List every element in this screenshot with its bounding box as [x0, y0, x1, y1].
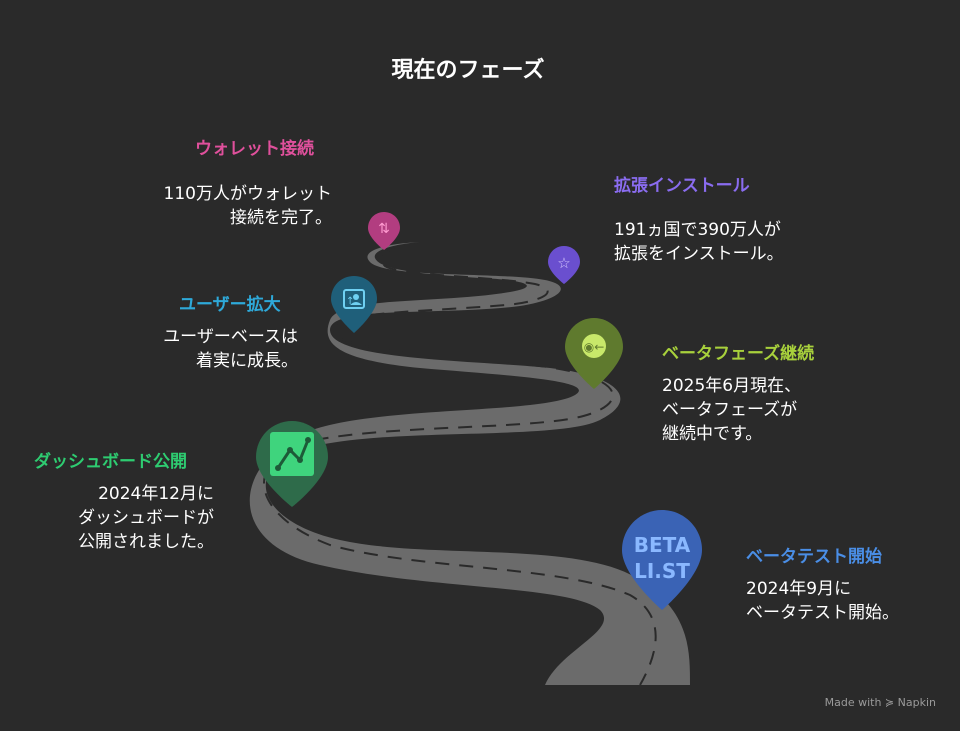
pin-wallet[interactable]: ⇅ [368, 212, 400, 250]
svg-text:↑: ↑ [346, 296, 354, 307]
milestone-desc-beta-continue: 2025年6月現在、 ベータフェーズが 継続中です。 [662, 376, 802, 444]
pin-users[interactable]: ↑ [331, 276, 377, 333]
napkin-credit[interactable]: Made with ≽ Napkin [824, 696, 936, 709]
milestone-desc-extension: 191ヵ国で390万人が 拡張をインストール。 [614, 220, 784, 264]
milestone-title-wallet: ウォレット接続 [195, 139, 314, 159]
star-plus-icon: ☆ [557, 254, 570, 272]
milestone-desc-beta-start: 2024年9月に ベータテスト開始。 [746, 579, 899, 623]
continue-icon [582, 334, 606, 358]
pin-extension[interactable]: ☆ [548, 246, 580, 284]
svg-text:◉←: ◉← [584, 340, 605, 354]
milestone-title-beta-start: ベータテスト開始 [746, 547, 882, 567]
pin-beta-start[interactable]: BETA LI.ST [622, 510, 702, 610]
milestone-title-dashboard: ダッシュボード公開 [34, 452, 187, 472]
wallet-swap-icon: ⇅ [378, 221, 390, 237]
milestone-desc-wallet: 110万人がウォレット 接続を完了。 [163, 184, 332, 228]
beta-list-icon: BETA [634, 533, 691, 557]
milestone-desc-dashboard: 2024年12月に ダッシュボードが 公開されました。 [78, 484, 214, 552]
milestone-title-users: ユーザー拡大 [179, 295, 281, 315]
beta-list-icon-line2: LI.ST [634, 559, 690, 583]
milestone-title-beta-continue: ベータフェーズ継続 [662, 344, 815, 364]
milestone-desc-users: ユーザーベースは 着実に成長。 [163, 327, 298, 371]
pin-beta-continue[interactable]: ◉← [565, 318, 623, 389]
road-surface [249, 242, 690, 685]
milestone-title-extension: 拡張インストール [614, 176, 750, 196]
page-title: 現在のフェーズ [391, 58, 545, 83]
user-growth-icon [343, 289, 365, 309]
pin-dashboard[interactable] [256, 421, 328, 507]
road-center-line [263, 243, 657, 686]
